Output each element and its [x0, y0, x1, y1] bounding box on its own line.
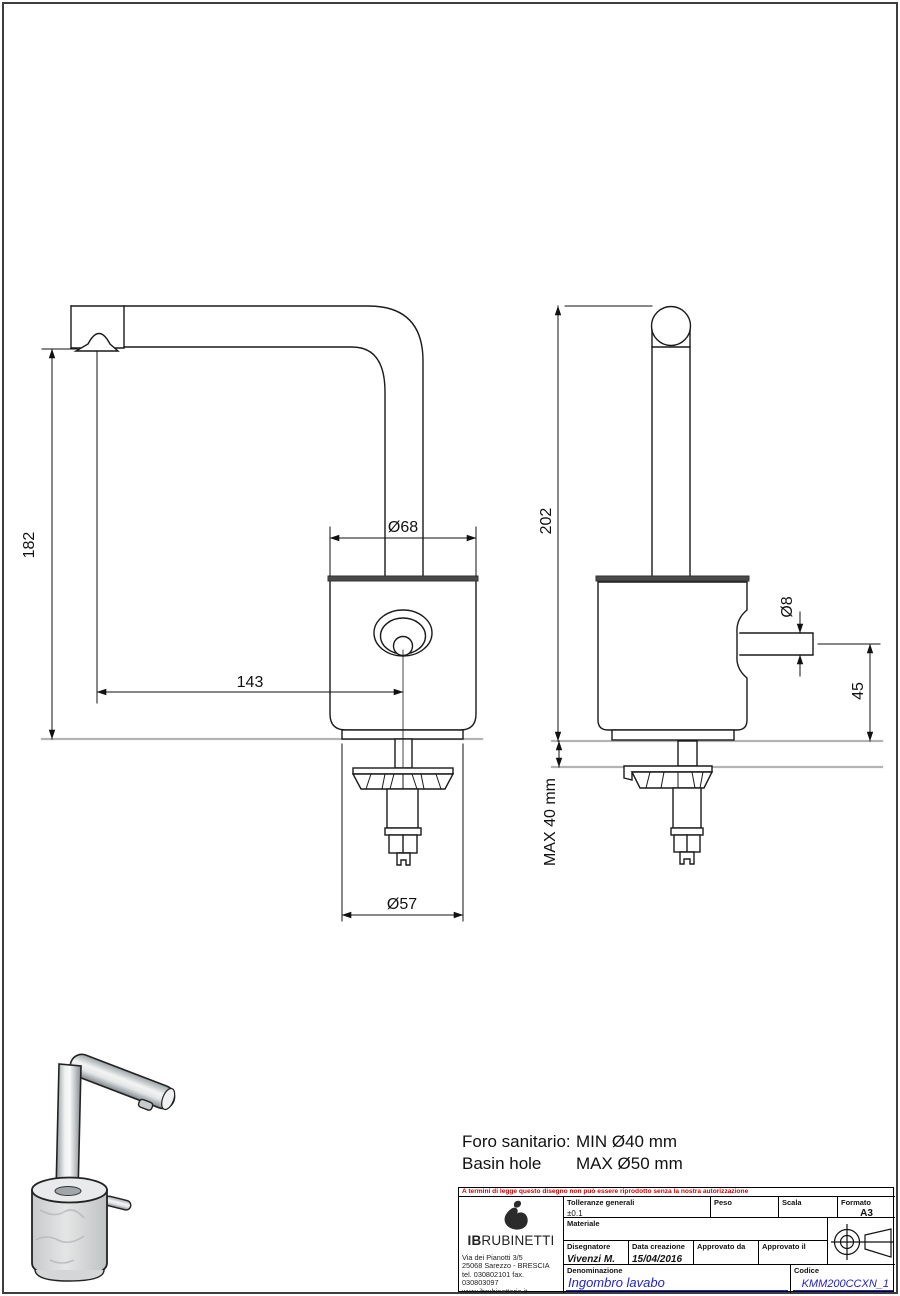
denomination-label: Denominazione [567, 1266, 623, 1275]
format-label: Formato [841, 1198, 871, 1207]
side-view-dimensions [554, 305, 881, 768]
hole-notes: Foro sanitario: MIN Ø40 mm Basin hole MA… [462, 1131, 683, 1175]
front-view-dimensions [41, 348, 477, 922]
tolerances-value: ±0.1 [567, 1209, 583, 1218]
note-label: Basin hole [462, 1154, 542, 1173]
address-line: 25068 Sarezzo - BRESCIA [462, 1261, 550, 1271]
address-line: tel. 030802101 fax. 030803097 [462, 1269, 525, 1288]
material-label: Materiale [567, 1219, 600, 1228]
denomination-cell: Denominazione Ingombro lavabo [564, 1265, 791, 1293]
company-cell: IBRUBINETTI Via dei Pianotti 3/5 25068 S… [459, 1197, 564, 1293]
approved-by-cell: Approvato da [694, 1241, 759, 1265]
code-label: Codice [794, 1266, 820, 1275]
creation-date-label: Data creazione [632, 1242, 685, 1251]
dim-handle-height: 45 [850, 682, 867, 700]
dim-height-front: 182 [21, 532, 38, 559]
weight-label: Peso [714, 1198, 732, 1207]
approved-by-label: Approvato da [697, 1242, 746, 1251]
note-label: Foro sanitario: [462, 1132, 571, 1151]
dim-base-diameter: Ø57 [387, 896, 417, 913]
material-cell: Materiale [564, 1218, 828, 1241]
front-view [70, 305, 479, 866]
address-line: www.ibrubinetterie.it [462, 1286, 528, 1293]
scale-label: Scala [782, 1198, 802, 1207]
format-cell: Formato A3 [838, 1197, 895, 1218]
drafter-value: Vivenzi M. [567, 1254, 615, 1265]
side-view [595, 305, 814, 865]
title-block: A termini di legge questo disegno non pu… [458, 1187, 895, 1293]
approved-on-label: Approvato il [762, 1242, 806, 1251]
faucet-3d-preview [31, 1053, 176, 1282]
note-value: MAX Ø50 mm [576, 1154, 683, 1173]
drafter-cell: Disegnatore Vivenzi M. [564, 1241, 629, 1265]
company-address: Via dei Pianotti 3/5 25068 Sarezzo - BRE… [462, 1253, 560, 1293]
dim-handle-diameter: Ø8 [779, 596, 796, 617]
code-value: KMM200CCXN_1 [801, 1278, 889, 1290]
format-value: A3 [860, 1208, 873, 1218]
tolerances-label: Tolleranze generali [567, 1198, 635, 1207]
address-line: Via dei Pianotti 3/5 [462, 1253, 523, 1262]
company-name: IBRUBINETTI [462, 1233, 560, 1248]
creation-date-cell: Data creazione 15/04/2016 [629, 1241, 694, 1265]
dim-body-diameter: Ø68 [388, 519, 418, 536]
projection-symbol-cell [828, 1218, 895, 1265]
company-name-rest: RUBINETTI [481, 1233, 555, 1248]
code-underline [793, 1290, 893, 1291]
weight-cell: Peso [711, 1197, 779, 1218]
dim-height-side: 202 [538, 508, 555, 535]
legal-notice: A termini di legge questo disegno non pu… [459, 1188, 895, 1197]
denomination-underline [566, 1290, 788, 1291]
dim-counter-max: MAX 40 mm [542, 778, 559, 866]
tolerances-cell: Tolleranze generali ±0.1 [564, 1197, 711, 1218]
drafter-label: Disegnatore [567, 1242, 611, 1251]
denomination-value: Ingombro lavabo [568, 1275, 665, 1290]
note-line: Foro sanitario: MIN Ø40 mm [462, 1131, 683, 1153]
note-value: MIN Ø40 mm [576, 1132, 678, 1151]
dim-reach: 143 [237, 674, 264, 691]
code-cell: Codice KMM200CCXN_1 [791, 1265, 895, 1293]
approved-on-cell: Approvato il [759, 1241, 828, 1265]
company-name-bold: IB [467, 1233, 482, 1248]
company-logo-icon [504, 1200, 528, 1230]
creation-date-value: 15/04/2016 [632, 1254, 683, 1265]
first-angle-projection-icon [831, 1224, 893, 1260]
note-line: Basin hole MAX Ø50 mm [462, 1153, 683, 1175]
scale-cell: Scala [779, 1197, 838, 1218]
countertop-lines [40, 737, 884, 769]
